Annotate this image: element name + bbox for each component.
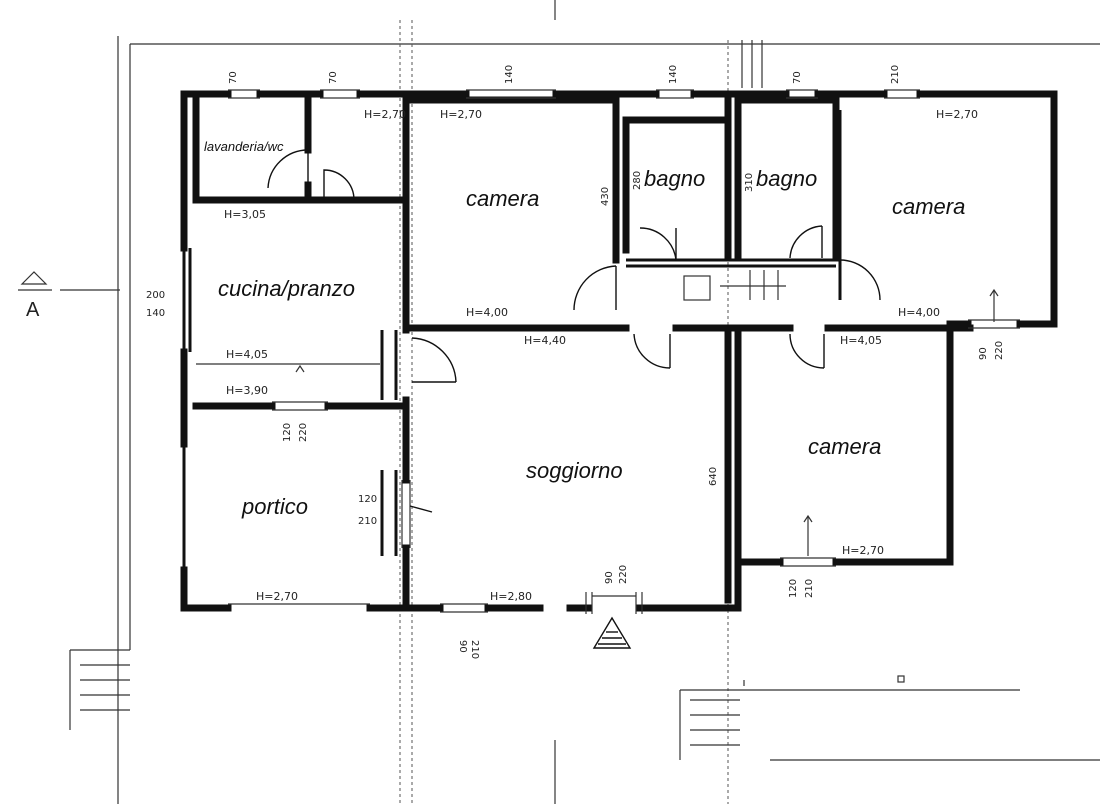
height-label: H=2,70: [936, 108, 978, 121]
height-label: H=2,70: [364, 108, 406, 121]
dimension-label: 220: [618, 565, 629, 584]
height-label: H=4,00: [466, 306, 508, 319]
dimension-label: 310: [744, 173, 755, 192]
doors: [267, 149, 881, 649]
dimension-label: 220: [298, 423, 309, 442]
height-label: H=4,40: [524, 334, 566, 347]
thin-walls: [182, 110, 842, 614]
room-labels: lavanderia/wc camera bagno bagno camera …: [204, 139, 965, 519]
height-label: H=3,05: [224, 208, 266, 221]
height-label: H=2,70: [842, 544, 884, 557]
dimension-label: 90: [604, 571, 615, 584]
marks: [196, 288, 999, 686]
height-label: H=4,05: [840, 334, 882, 347]
guide-lines: [69, 0, 1100, 804]
dimension-label: 200: [146, 290, 165, 301]
height-label: H=2,80: [490, 590, 532, 603]
dimension-label: 70: [792, 71, 803, 84]
dimension-label: 210: [469, 640, 480, 659]
room-label-bagno-right: bagno: [756, 166, 817, 191]
room-label-camera-top-left: camera: [466, 186, 539, 211]
windows: [228, 89, 1020, 613]
dimension-label: 90: [457, 640, 468, 653]
dimension-label: 140: [668, 65, 679, 84]
height-label: H=2,70: [440, 108, 482, 121]
room-label-bagno-left: bagno: [644, 166, 705, 191]
dimension-label: 640: [708, 467, 719, 486]
height-labels: H=2,70 H=2,70 H=2,70 H=3,05 H=4,00 H=4,4…: [224, 108, 978, 603]
room-label-camera-top-right: camera: [892, 194, 965, 219]
room-label-portico: portico: [241, 494, 308, 519]
dimension-labels: 70 70 140 140 70 210 430 280 310 200 140…: [146, 65, 1005, 659]
dimension-label: 210: [890, 65, 901, 84]
dimension-label: 120: [788, 579, 799, 598]
height-label: H=2,70: [256, 590, 298, 603]
dimension-label: 90: [978, 347, 989, 360]
dimension-label: 430: [600, 187, 611, 206]
height-label: H=4,05: [226, 348, 268, 361]
dimension-label: 140: [504, 65, 515, 84]
height-label: H=4,00: [898, 306, 940, 319]
room-label-lavanderia: lavanderia/wc: [204, 139, 284, 154]
dimension-label: 220: [994, 341, 1005, 360]
section-marker-label: A: [26, 299, 40, 321]
dimension-label: 280: [632, 171, 643, 190]
walls: [180, 90, 1058, 612]
dimension-label: 140: [146, 308, 165, 319]
dimension-label: 70: [328, 71, 339, 84]
dimension-label: 120: [358, 494, 377, 505]
room-label-soggiorno: soggiorno: [526, 458, 623, 483]
dimension-label: 210: [358, 516, 377, 527]
room-label-cucina: cucina/pranzo: [218, 276, 355, 301]
section-marker: A: [18, 271, 120, 321]
height-label: H=3,90: [226, 384, 268, 397]
dimension-label: 210: [804, 579, 815, 598]
dimension-label: 120: [282, 423, 293, 442]
room-label-camera-bottom-right: camera: [808, 434, 881, 459]
dimension-label: 70: [228, 71, 239, 84]
